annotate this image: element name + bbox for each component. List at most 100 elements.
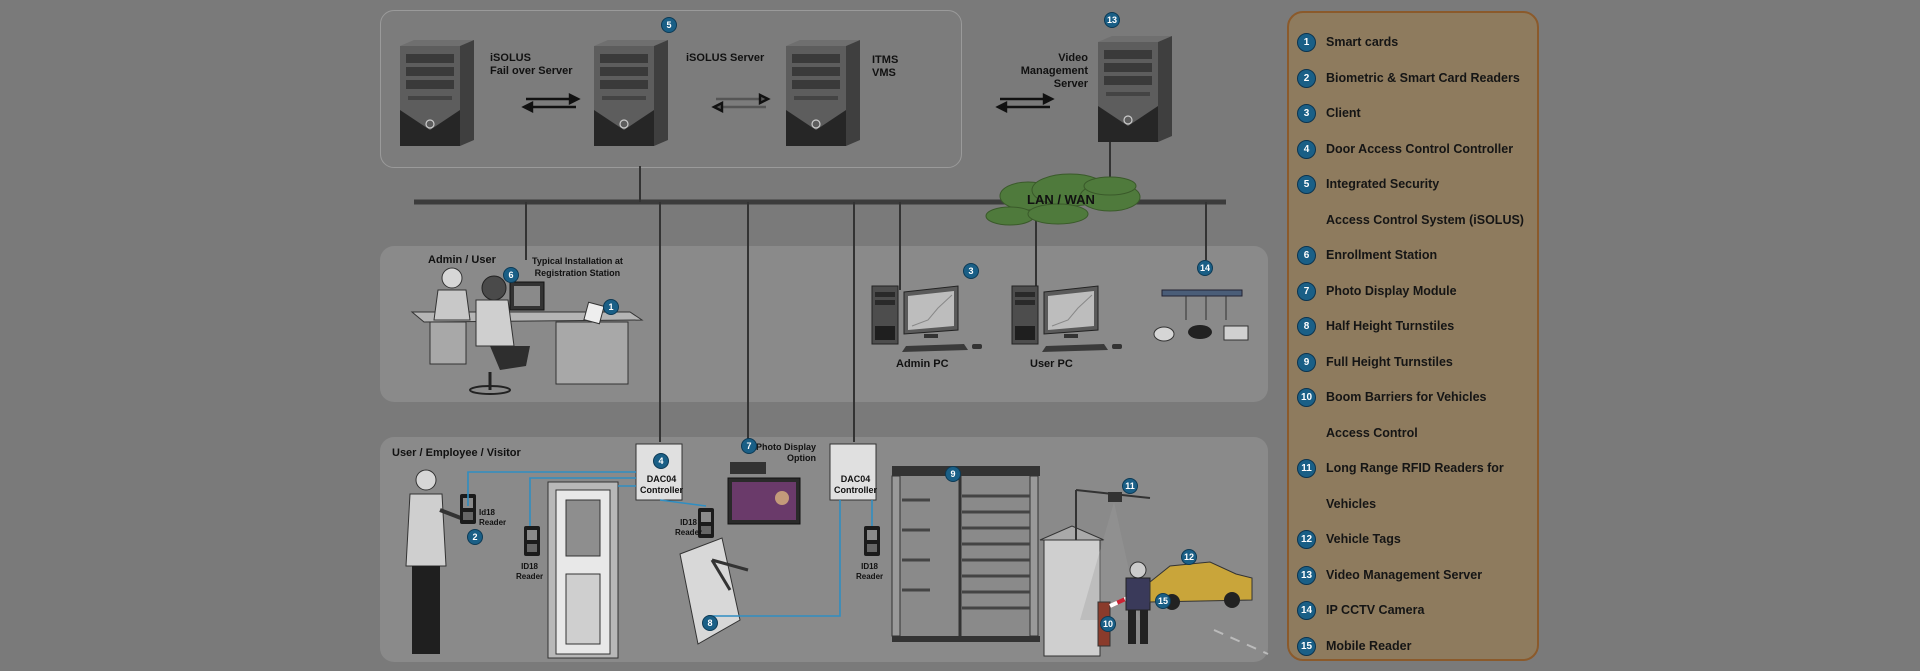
- legend-number-badge: 7: [1297, 281, 1316, 301]
- badge-3: 3: [963, 263, 979, 279]
- badge-13: 13: [1104, 12, 1120, 28]
- badge-10: 10: [1100, 616, 1116, 632]
- legend-item-text: Boom Barriers for Vehicles: [1326, 390, 1487, 404]
- user-pc-label: User PC: [1030, 358, 1073, 370]
- legend-item: 7 Photo Display Module: [1289, 281, 1539, 303]
- badge-11: 11: [1122, 478, 1138, 494]
- legend-number-badge: 6: [1297, 246, 1316, 265]
- legend-item: 5 Integrated Security: [1289, 174, 1539, 196]
- legend-number-badge: 8: [1297, 317, 1316, 336]
- legend-item-text: Mobile Reader: [1326, 638, 1412, 653]
- legend-number-badge: 12: [1297, 530, 1316, 549]
- legend-item-text: IP CCTV Camera: [1326, 603, 1425, 617]
- legend-item: Access Control System (iSOLUS): [1289, 210, 1539, 232]
- dac04-controller-1-label: DAC04 Controller: [640, 474, 684, 495]
- legend-item: 6 Enrollment Station: [1289, 245, 1539, 267]
- legend-item-text: Smart cards: [1326, 35, 1399, 49]
- legend-item: 14 IP CCTV Camera: [1289, 600, 1539, 622]
- employee-at-reader: [405, 469, 467, 654]
- cctv-cameras: [1153, 289, 1249, 342]
- users-label: User / Employee / Visitor: [392, 447, 521, 459]
- vms-server-tower: [1097, 35, 1173, 143]
- legend-number-badge: 3: [1297, 104, 1316, 123]
- legend-number-badge: 15: [1297, 636, 1316, 656]
- legend-number-badge: 1: [1297, 33, 1316, 52]
- dac04-controller-2-label: DAC04 Controller: [834, 474, 878, 495]
- typical-installation-label: Typical Installation at Registration Sta…: [532, 256, 623, 278]
- legend-number-badge: 2: [1297, 68, 1316, 88]
- id18-reader-2-label: ID18 Reader: [516, 562, 544, 581]
- badge-5: 5: [661, 17, 677, 33]
- photo-display-label: Photo Display Option: [755, 442, 816, 463]
- admin-pc-workstation: [871, 285, 983, 353]
- photo-display-module: [727, 462, 801, 525]
- legend-item-text: Photo Display Module: [1326, 283, 1457, 298]
- legend-item-text: Enrollment Station: [1326, 248, 1438, 262]
- isolus-server-tower: [593, 39, 669, 147]
- cable-links: [467, 471, 873, 617]
- failover-server-label: iSOLUS Fail over Server: [490, 52, 573, 77]
- lan-wan-cloud: [985, 173, 1141, 226]
- legend-item-text: Long Range RFID Readers for: [1326, 461, 1504, 475]
- legend-number-badge: 14: [1297, 601, 1316, 620]
- system-diagram: [399, 35, 1269, 659]
- legend-item: 1 Smart cards: [1289, 32, 1539, 54]
- half-height-turnstile: [679, 508, 749, 645]
- itms-vms-tower: [785, 39, 861, 147]
- isolus-server-label: iSOLUS Server: [686, 52, 765, 64]
- id18-reader-1-label: Id18 Reader: [479, 508, 507, 527]
- legend-item-text: Access Control System (iSOLUS): [1326, 212, 1524, 227]
- legend-number-badge: 13: [1297, 565, 1316, 585]
- legend-item: 13 Video Management Server: [1289, 565, 1539, 587]
- itms-vms-label: ITMS VMS: [872, 54, 899, 79]
- legend-number-badge: 5: [1297, 175, 1316, 194]
- badge-14: 14: [1197, 260, 1213, 276]
- legend-item: 11 Long Range RFID Readers for: [1289, 458, 1539, 480]
- legend-item: 15 Mobile Reader: [1289, 636, 1539, 658]
- dac04-controller-2-box: [829, 443, 877, 501]
- legend-item: Access Control: [1289, 423, 1539, 445]
- legend-number-badge: 4: [1297, 139, 1316, 159]
- registration-desk: [410, 267, 644, 395]
- legend-item-text: Integrated Security: [1326, 177, 1440, 191]
- legend-item: 2 Biometric & Smart Card Readers: [1289, 68, 1539, 90]
- badge-15: 15: [1155, 593, 1171, 609]
- server-room-panel: [380, 10, 962, 168]
- id18-reader-2: [524, 526, 540, 556]
- registration-panel: [380, 246, 1268, 402]
- legend-item-text: Half Height Turnstiles: [1326, 319, 1455, 333]
- legend-item-text: Access Control: [1326, 425, 1418, 440]
- legend-item-text: Client: [1326, 106, 1361, 120]
- legend-number-badge: 9: [1297, 352, 1316, 372]
- legend-number-badge: 11: [1297, 459, 1316, 478]
- legend-item-text: Vehicles: [1326, 496, 1377, 511]
- full-height-turnstile: [891, 466, 1040, 642]
- id18-reader-4: [864, 526, 880, 556]
- badge-12: 12: [1181, 549, 1197, 565]
- badge-8: 8: [702, 615, 718, 631]
- legend-item: 3 Client: [1289, 103, 1539, 125]
- user-pc-workstation: [1011, 285, 1123, 353]
- legend-item-text: Biometric & Smart Card Readers: [1326, 70, 1520, 85]
- legend-item: Vehicles: [1289, 494, 1539, 516]
- lan-wan-label: LAN / WAN: [1027, 192, 1095, 207]
- badge-6: 6: [503, 267, 519, 283]
- badge-2: 2: [467, 529, 483, 545]
- badge-4: 4: [653, 453, 669, 469]
- legend-item: 8 Half Height Turnstiles: [1289, 316, 1539, 338]
- badge-9: 9: [945, 466, 961, 482]
- failover-server-tower: [399, 39, 475, 147]
- vms-server-label: Video Management Server: [1020, 52, 1088, 90]
- vehicle-boom-barrier: [1039, 489, 1269, 657]
- sync-arrows: [521, 93, 1055, 113]
- admin-user-label: Admin / User: [428, 254, 496, 266]
- legend-number-badge: 10: [1297, 388, 1316, 407]
- legend-item: 10 Boom Barriers for Vehicles: [1289, 387, 1539, 409]
- id18-reader-4-label: ID18 Reader: [856, 562, 884, 581]
- legend-item-text: Video Management Server: [1326, 567, 1483, 582]
- badge-7: 7: [741, 438, 757, 454]
- badge-1: 1: [603, 299, 619, 315]
